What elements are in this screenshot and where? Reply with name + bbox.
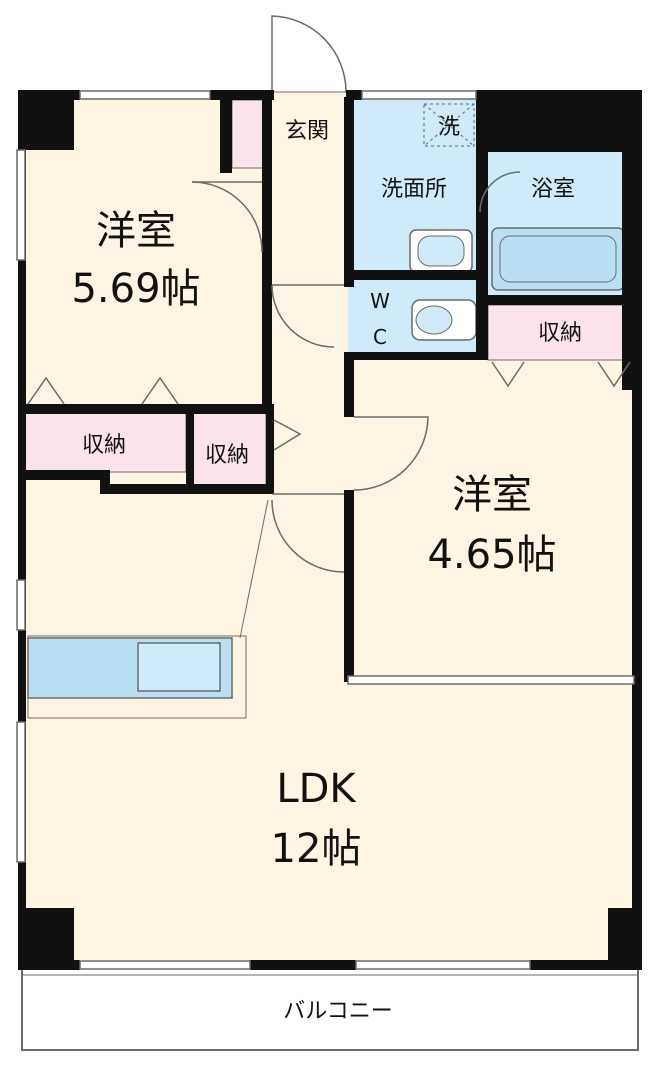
washer-space: [423, 103, 475, 147]
room-a-size: 5.69帖: [71, 266, 200, 312]
room-a-name: 洋室: [96, 208, 176, 254]
washer-label: 洗: [438, 115, 460, 140]
room-b-name: 洋室: [452, 472, 532, 518]
toilet-label-c: C: [373, 325, 387, 349]
bathtub: [491, 227, 625, 291]
walls: [18, 90, 642, 970]
storage-right-label: 収納: [538, 321, 582, 346]
storage-left-area: [23, 411, 187, 473]
storage-right-area: [487, 304, 635, 361]
toilet-label-w: W: [370, 289, 390, 313]
kitchen-sink: [137, 642, 221, 692]
ldk-size: 12帖: [271, 826, 362, 872]
entrance-label: 玄関: [285, 119, 329, 144]
room-b-size: 4.65帖: [427, 532, 556, 578]
washroom-label: 洗面所: [381, 177, 447, 202]
storage-middle-label: 収納: [205, 443, 249, 468]
storage-left-label: 収納: [82, 433, 126, 458]
room-b-sliding-door: [347, 675, 635, 685]
bathroom-label: 浴室: [531, 177, 575, 202]
balcony-label: バルコニー: [283, 999, 393, 1024]
entry-door-swing: [271, 15, 347, 93]
door-swings: [27, 171, 631, 573]
windows: [16, 90, 531, 970]
ldk-name: LDK: [276, 766, 357, 812]
balcony-area: [21, 967, 639, 1051]
